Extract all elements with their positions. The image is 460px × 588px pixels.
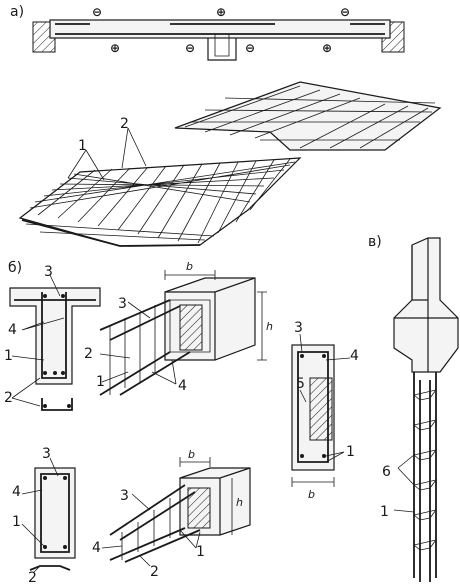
detached-frame — [41, 398, 73, 411]
label-1: 1 — [380, 504, 389, 520]
label-2: 2 — [28, 570, 37, 586]
dim-b: b — [188, 448, 195, 461]
label-3: 3 — [120, 488, 129, 504]
lower-stirrup — [40, 473, 70, 553]
minus-sign: ⊖ — [92, 5, 102, 19]
rib-bars — [214, 34, 230, 57]
label-3: 3 — [44, 264, 53, 280]
lower-longitudinal-bars — [109, 484, 201, 563]
lower-frame-detail — [29, 565, 71, 571]
label-4: 4 — [12, 484, 21, 500]
dim-b-line — [291, 477, 335, 487]
dim-b: b — [308, 488, 315, 501]
beam-cage-perspective-lower — [101, 457, 251, 567]
plus-sign: ⊕ — [110, 41, 120, 55]
dim-h: h — [266, 320, 273, 333]
label-1: 1 — [346, 444, 355, 460]
rect-beam-section-lower — [21, 457, 76, 573]
slab-mesh-lines — [184, 85, 429, 149]
minus-sign: ⊖ — [185, 41, 195, 55]
mesh-edge-bar — [21, 219, 201, 247]
cage-stirrups — [109, 305, 156, 395]
lower-hatch — [187, 487, 211, 529]
rect-leaders — [299, 333, 351, 463]
label-2: 2 — [84, 346, 93, 362]
section-a-label: а) — [10, 4, 24, 20]
hatch-insert — [309, 377, 333, 441]
section-b-label: б) — [8, 260, 22, 276]
longitudinal-bars — [99, 299, 191, 396]
leader-1 — [67, 149, 105, 181]
slab-mesh-cross — [190, 97, 436, 141]
t-beam-section — [9, 274, 101, 411]
plus-sign: ⊕ — [216, 5, 226, 19]
lower-leaders — [21, 457, 59, 573]
minus-sign: ⊖ — [245, 41, 255, 55]
label-4: 4 — [92, 540, 101, 556]
label-1: 1 — [96, 374, 105, 390]
dim-h: h — [236, 496, 243, 509]
section-a-slab-elevation — [32, 19, 405, 61]
central-rib — [207, 38, 237, 61]
t-beam-outline — [9, 287, 101, 385]
column-cage-bars — [413, 372, 437, 582]
stirrup — [41, 292, 67, 379]
label-4: 4 — [350, 348, 359, 364]
beam-cage-perspective-upper — [99, 270, 267, 396]
column-edges — [394, 238, 458, 372]
cage-leaders — [99, 301, 177, 385]
label-4: 4 — [178, 378, 187, 394]
label-4: 4 — [8, 322, 17, 338]
column-ties — [413, 389, 437, 551]
lower-stirrups — [121, 498, 171, 560]
label-5: 5 — [296, 376, 305, 392]
slab-body — [49, 19, 391, 39]
lower-cage-leaders — [101, 493, 201, 567]
plus-sign: ⊕ — [322, 41, 332, 55]
leader-2 — [121, 127, 147, 169]
beam-edges — [165, 277, 256, 360]
cut-face-hatch — [179, 304, 203, 351]
section-v-label: в) — [368, 234, 382, 250]
label-1: 1 — [196, 544, 205, 560]
column-body — [393, 237, 459, 373]
column-with-corbel — [393, 237, 459, 582]
label-1: 1 — [4, 348, 13, 364]
dim-h-line — [257, 291, 267, 361]
minus-sign: ⊖ — [340, 5, 350, 19]
rect-stirrup — [297, 351, 329, 463]
column-leaders — [393, 454, 415, 513]
t-section-leaders — [11, 274, 65, 407]
rect-beam-section-right — [291, 333, 351, 487]
label-1: 1 — [12, 514, 21, 530]
label-2: 2 — [4, 390, 13, 406]
dim-b: b — [186, 260, 193, 273]
dim-b-line — [179, 457, 211, 467]
mesh-bars — [25, 158, 296, 244]
dim-b-line — [164, 270, 216, 280]
label-2: 2 — [150, 564, 159, 580]
label-1: 1 — [78, 138, 87, 154]
label-3: 3 — [118, 296, 127, 312]
label-2: 2 — [120, 116, 129, 132]
welded-mesh-perspective — [18, 81, 442, 247]
end-stirrup — [169, 299, 211, 353]
label-6: 6 — [382, 464, 391, 480]
label-3: 3 — [42, 446, 51, 462]
label-3: 3 — [294, 320, 303, 336]
lower-beam-edges — [180, 467, 251, 535]
